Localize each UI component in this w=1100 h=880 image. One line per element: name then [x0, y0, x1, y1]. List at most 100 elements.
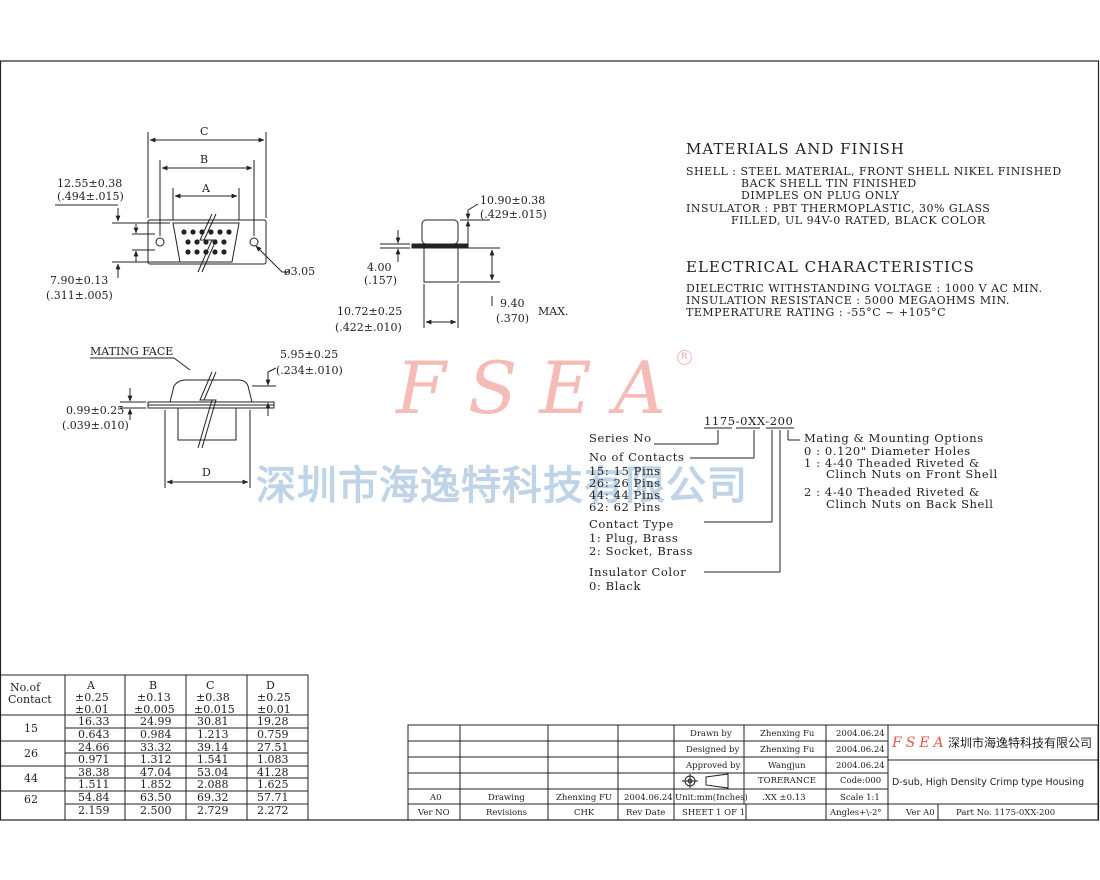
drawn-by-value: Zhenxing Fu: [760, 729, 815, 739]
rev-version: A0: [430, 793, 442, 803]
table-cell: 44: [24, 772, 38, 785]
mating-view: [90, 357, 277, 488]
approved-by-value: Wangjun: [768, 761, 806, 771]
table-cell: 53.04: [197, 766, 229, 779]
table-cell: 1.852: [140, 778, 172, 791]
title-block-grid: [407, 724, 1099, 821]
dim-back-inch: (.370): [496, 312, 530, 325]
mating-option: Clinch Nuts on Back Shell: [826, 497, 994, 511]
table-cell: 33.32: [140, 741, 172, 754]
rev-drawing: Drawing: [488, 793, 525, 803]
angles-value: Angles+\-2°: [830, 808, 882, 818]
materials-line: BACK SHELL TIN FINISHED: [741, 177, 917, 190]
dim-height-inch: (.494±.015): [57, 190, 124, 203]
table-header: ±0.38: [196, 691, 230, 704]
mating-option: 1 : 4-40 Theaded Riveted &: [804, 456, 980, 470]
contacts-option: 26: 26 Pins: [589, 476, 661, 490]
contacts-option: 62: 62 Pins: [589, 500, 661, 514]
table-cell: 1.625: [257, 778, 289, 791]
contacts-title: No of Contacts: [589, 450, 685, 464]
table-header: ±0.01: [75, 703, 109, 716]
table-cell: 39.14: [197, 741, 229, 754]
contact-type-option: 2: Socket, Brass: [589, 544, 694, 558]
materials-line: FILLED, UL 94V-0 RATED, BLACK COLOR: [731, 214, 986, 227]
table-cell: 41.28: [257, 766, 289, 779]
table-header: ±0.01: [257, 703, 291, 716]
table-header: B: [149, 679, 158, 692]
table-cell: 1.541: [197, 753, 229, 766]
insulator-title: Insulator Color: [589, 565, 687, 579]
materials-line: SHELL : STEEL MATERIAL, FRONT SHELL NIKE…: [686, 165, 1062, 178]
table-header: No.of: [10, 681, 41, 694]
electrical-line: DIELECTRIC WITHSTANDING VOLTAGE : 1000 V…: [686, 282, 1043, 295]
company-name: 深圳市海逸特科技有限公司: [948, 736, 1093, 750]
table-header: ±0.005: [134, 703, 175, 716]
rev-date: 2004.06.24: [624, 793, 673, 803]
rev-date-label: Rev Date: [626, 808, 666, 818]
table-cell: 1.511: [78, 778, 110, 791]
dim-d-label: D: [202, 466, 211, 479]
table-cell: 2.272: [257, 804, 289, 817]
dim-back: 9.40: [500, 297, 525, 310]
mating-title: Mating & Mounting Options: [804, 431, 984, 445]
materials-title: MATERIALS AND FINISH: [686, 140, 905, 158]
table-header: A: [87, 679, 95, 692]
registered-mark: R: [677, 350, 692, 365]
dim-mating-height-inch: (.234±.010): [276, 364, 343, 377]
chk-label: CHK: [574, 808, 595, 818]
approved-date: 2004.06.24: [836, 761, 885, 771]
dim-depth-inch: (.422±.010): [335, 321, 402, 334]
table-cell: 2.088: [197, 778, 229, 791]
dim-shell-height: 10.90±0.38: [480, 194, 546, 207]
contacts-option: 15: 15 Pins: [589, 464, 661, 478]
table-cell: 24.66: [78, 741, 110, 754]
dim-max-label: MAX.: [538, 305, 569, 318]
table-cell: 0.759: [257, 728, 289, 741]
electrical-line: INSULATION RESISTANCE : 5000 MEGAOHMS MI…: [686, 294, 1010, 307]
mating-option: Clinch Nuts on Front Shell: [826, 467, 998, 481]
table-cell: 16.33: [78, 715, 110, 728]
dim-mating-height: 5.95±0.25: [280, 348, 339, 361]
designed-by-label: Designed by: [686, 745, 740, 755]
dim-height: 12.55±0.38: [57, 177, 123, 190]
side-view: [380, 203, 500, 328]
dim-shell-height-inch: (.429±.015): [480, 208, 547, 221]
table-cell: 47.04: [140, 766, 172, 779]
part-number-leaders: [654, 427, 800, 573]
electrical-title: ELECTRICAL CHARACTERISTICS: [686, 258, 975, 276]
contact-type-title: Contact Type: [589, 517, 674, 531]
dim-b-label: B: [200, 153, 209, 166]
front-view: [55, 132, 290, 278]
dim-c-label: C: [200, 125, 209, 138]
drawn-date: 2004.06.24: [836, 729, 885, 739]
drawing-title: D-sub, High Density Crimp type Housing: [892, 777, 1085, 788]
table-cell: 30.81: [197, 715, 229, 728]
watermark-company: 深圳市海逸特科技有限公司: [256, 463, 748, 509]
table-cell: 26: [24, 747, 38, 760]
designed-by-value: Zhenxing Fu: [760, 745, 815, 755]
table-cell: 69.32: [197, 791, 229, 804]
table-cell: 1.083: [257, 753, 289, 766]
insulator-option: 0: Black: [589, 579, 642, 593]
tolerance-xx: .XX ±0.13: [762, 793, 806, 803]
table-cell: 24.99: [140, 715, 172, 728]
table-cell: 57.71: [257, 791, 289, 804]
dim-flange-thick-inch: (.039±.010): [62, 419, 129, 432]
table-cell: 62: [24, 793, 38, 806]
contact-type-option: 1: Plug, Brass: [589, 531, 679, 545]
table-cell: 38.38: [78, 766, 110, 779]
sheet-value: SHEET 1 OF 1: [682, 808, 746, 818]
rev-author: Zhenxing FU: [556, 793, 613, 803]
dim-hole-spacing: 7.90±0.13: [50, 274, 109, 287]
contact-table-grid: [0, 674, 309, 821]
contacts-option: 44: 44 Pins: [589, 488, 661, 502]
table-cell: 2.500: [140, 804, 172, 817]
materials-line: DIMPLES ON PLUG ONLY: [741, 189, 900, 202]
watermark-logo: FSEA: [396, 346, 688, 430]
dim-depth: 10.72±0.25: [337, 305, 403, 318]
table-header: D: [266, 679, 275, 692]
table-cell: 2.729: [197, 804, 229, 817]
mating-face-label: MATING FACE: [90, 345, 174, 358]
table-header: ±0.25: [257, 691, 291, 704]
